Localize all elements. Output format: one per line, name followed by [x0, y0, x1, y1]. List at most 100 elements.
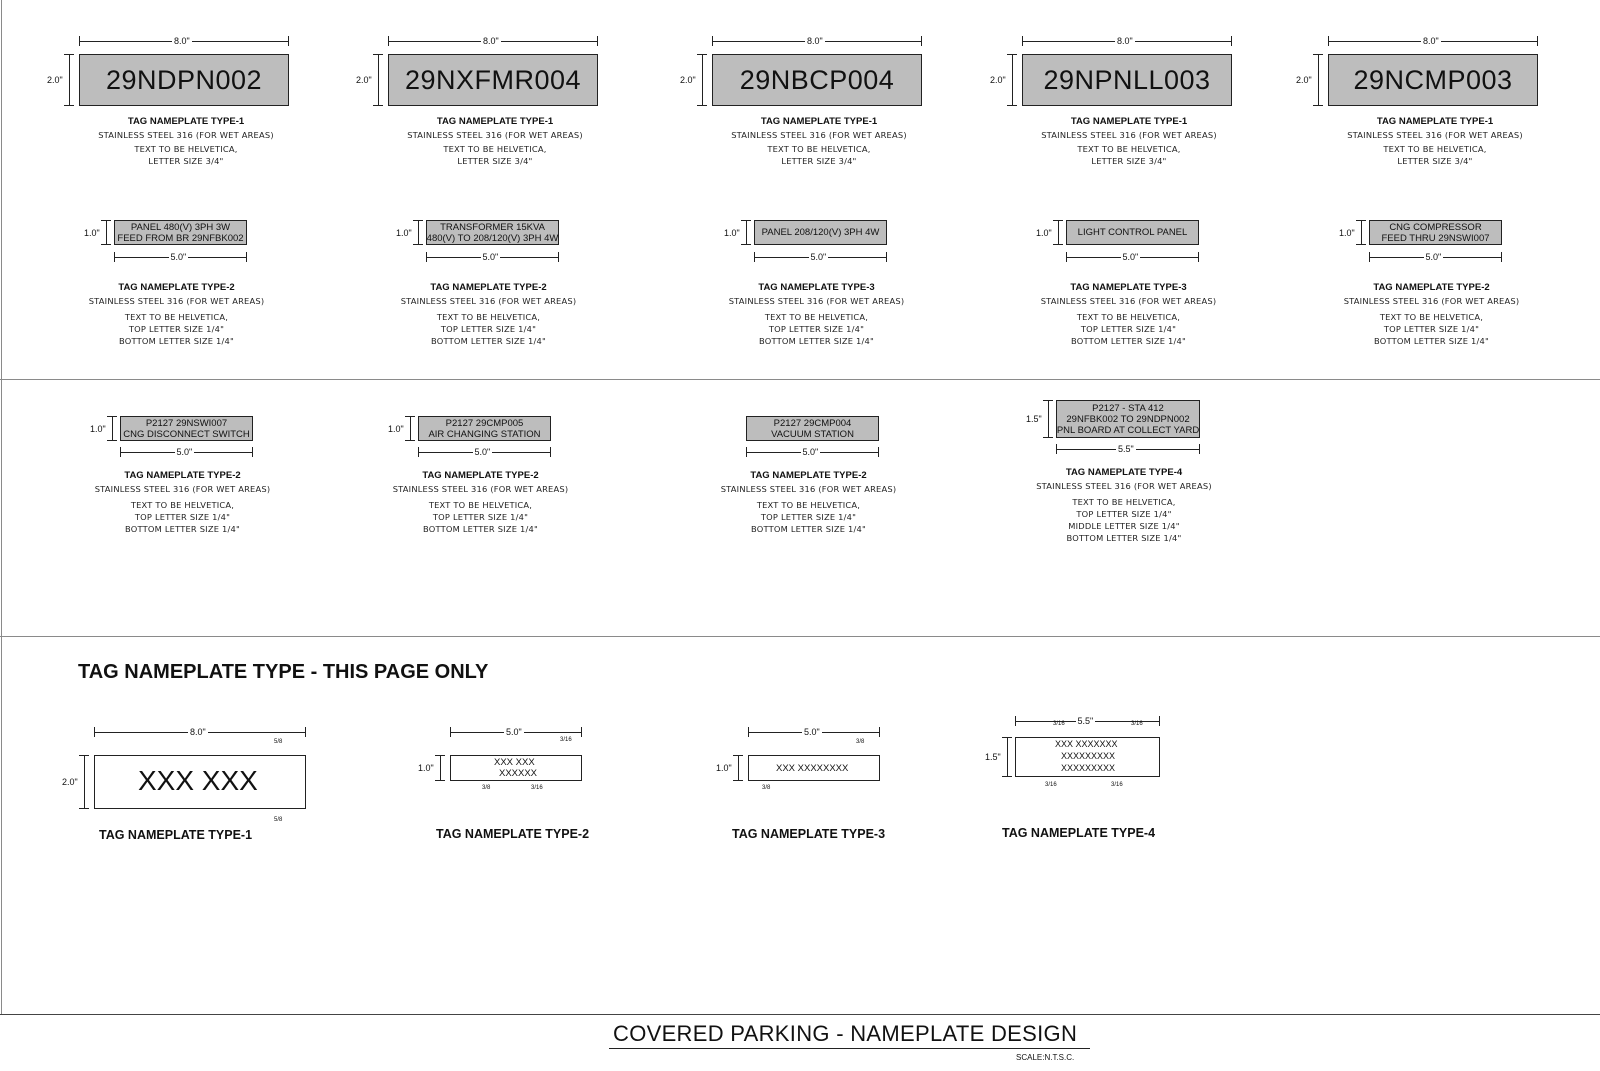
- legend-type-label: TAG NAMEPLATE TYPE-1: [99, 828, 253, 842]
- margin-fraction-label: 3/16: [531, 785, 543, 791]
- dim-tick: [373, 105, 383, 106]
- nameplate-note: STAINLESS STEEL 316 (FOR WET AREAS): [1036, 481, 1212, 491]
- dim-tick: [101, 220, 111, 221]
- dim-tick: [886, 252, 887, 262]
- margin-fraction-label: 3/16: [1053, 721, 1065, 727]
- legend-placeholder-text: XXX XXXXXXX: [1055, 739, 1118, 749]
- nameplate-line: P2127 29CMP004: [773, 417, 852, 429]
- dim-tick: [101, 244, 111, 245]
- height-dim-label: 1.5": [983, 752, 1003, 762]
- dim-tick: [246, 252, 247, 262]
- height-dim-line: [1012, 54, 1013, 106]
- nameplate-note: TOP LETTER SIZE 1/4": [440, 324, 537, 334]
- nameplate-type-label: TAG NAMEPLATE TYPE-2: [124, 470, 241, 481]
- dim-tick: [426, 252, 427, 262]
- nameplate-line: PANEL 480(V) 3PH 3W: [130, 221, 231, 233]
- width-dim-label: 5.0": [504, 727, 524, 737]
- margin-fraction-label: 5/8: [274, 739, 283, 745]
- dim-tick: [1053, 220, 1063, 221]
- nameplate-note: TEXT TO BE HELVETICA,: [1077, 144, 1181, 154]
- nameplate-type-label: TAG NAMEPLATE TYPE-3: [1070, 282, 1187, 293]
- nameplate-note: STAINLESS STEEL 316 (FOR WET AREAS): [731, 130, 907, 140]
- height-dim-line: [746, 220, 747, 245]
- nameplate-note: STAINLESS STEEL 316 (FOR WET AREAS): [1040, 296, 1217, 306]
- nameplate-note: BOTTOM LETTER SIZE 1/4": [751, 524, 866, 534]
- dim-tick: [107, 416, 117, 417]
- dim-tick: [79, 36, 80, 46]
- margin-fraction-label: 3/8: [762, 785, 771, 791]
- height-dim-label: 1.0": [82, 227, 102, 238]
- margin-fraction-label: 3/16: [560, 737, 572, 743]
- nameplate-type-label: TAG NAMEPLATE TYPE-1: [760, 116, 878, 127]
- width-dim-label: 5.5": [1116, 444, 1136, 454]
- legend-type-label: TAG NAMEPLATE TYPE-2: [436, 827, 590, 841]
- dim-tick: [1369, 252, 1370, 262]
- height-dim-line: [440, 755, 441, 781]
- height-dim-label: 2.0": [678, 75, 698, 85]
- height-dim-label: 1.5": [1024, 414, 1044, 424]
- width-dim-label: 5.0": [472, 447, 493, 457]
- height-dim-label: 1.0": [386, 423, 406, 434]
- dim-tick: [1199, 444, 1200, 454]
- nameplate-line: VACUUM STATION: [771, 428, 854, 440]
- nameplate-line: TRANSFORMER 15KVA: [440, 221, 545, 233]
- nameplate-note: LETTER SIZE 3/4": [457, 156, 533, 166]
- dim-tick: [1159, 716, 1160, 726]
- nameplate-note: TEXT TO BE HELVETICA,: [756, 500, 861, 510]
- nameplate-note: LETTER SIZE 3/4": [1397, 156, 1473, 166]
- width-dim-label: 8.0": [805, 36, 825, 46]
- dim-tick: [288, 36, 289, 46]
- height-dim-label: 1.0": [1337, 227, 1357, 238]
- legend-plate-type-2: [450, 755, 582, 781]
- width-dim-label: 5.0": [1423, 252, 1444, 262]
- nameplate-type-label: TAG NAMEPLATE TYPE-4: [1065, 467, 1183, 478]
- dim-tick: [1056, 444, 1057, 454]
- width-dim-label: 5.0": [808, 252, 829, 262]
- nameplate-type-label: TAG NAMEPLATE TYPE-2: [430, 282, 547, 293]
- left-border: [1, 0, 2, 1015]
- nameplate-type-label: TAG NAMEPLATE TYPE-1: [127, 116, 245, 127]
- legend-placeholder-text: XXX XXX: [494, 757, 535, 768]
- height-dim-line: [378, 54, 379, 106]
- legend-plate-type-4: [1015, 737, 1160, 777]
- dim-tick: [697, 105, 707, 106]
- dim-tick: [1007, 54, 1017, 55]
- nameplate-note: TEXT TO BE HELVETICA,: [764, 312, 869, 322]
- dim-tick: [94, 727, 95, 737]
- nameplate-type-1: 29NBCP004: [712, 54, 922, 106]
- nameplate-line: LIGHT CONTROL PANEL: [1077, 227, 1188, 238]
- dim-tick: [1356, 220, 1366, 221]
- legend-placeholder-text: XXX XXXXXXXX: [776, 763, 849, 774]
- nameplate-note: STAINLESS STEEL 316 (FOR WET AREAS): [1041, 130, 1217, 140]
- nameplate-type-1: 29NCMP003: [1328, 54, 1538, 106]
- dim-tick: [435, 780, 445, 781]
- dim-tick: [388, 36, 389, 46]
- dim-tick: [879, 727, 880, 737]
- nameplate-type-label: TAG NAMEPLATE TYPE-3: [758, 282, 875, 293]
- nameplate-note: TEXT TO BE HELVETICA,: [130, 500, 235, 510]
- nameplate-note: STAINLESS STEEL 316 (FOR WET AREAS): [1347, 130, 1523, 140]
- height-dim-line: [1007, 737, 1008, 777]
- nameplate-note: BOTTOM LETTER SIZE 1/4": [431, 336, 546, 346]
- dim-tick: [558, 252, 559, 262]
- nameplate-note: TEXT TO BE HELVETICA,: [124, 312, 229, 322]
- height-dim-label: 2.0": [45, 75, 65, 85]
- dim-tick: [921, 36, 922, 46]
- nameplate-line: PNL BOARD AT COLLECT YARD: [1056, 424, 1200, 436]
- nameplate-type-1: 29NXFMR004: [388, 54, 598, 106]
- nameplate-line: PANEL 208/120(V) 3PH 4W: [761, 227, 880, 238]
- height-dim-label: 1.0": [416, 763, 436, 773]
- nameplate-type-label: TAG NAMEPLATE TYPE-2: [750, 470, 867, 481]
- legend-section-title: TAG NAMEPLATE TYPE - THIS PAGE ONLY: [78, 661, 489, 683]
- height-dim-label: 1.0": [722, 227, 742, 238]
- nameplate-note: BOTTOM LETTER SIZE 1/4": [1071, 336, 1186, 346]
- height-dim-label: 1.0": [394, 227, 414, 238]
- legend-type-label: TAG NAMEPLATE TYPE-4: [1002, 826, 1156, 840]
- width-dim-label: 8.0": [188, 727, 208, 737]
- nameplate-note: TOP LETTER SIZE 1/4": [134, 512, 231, 522]
- height-dim-label: 1.0": [88, 423, 108, 434]
